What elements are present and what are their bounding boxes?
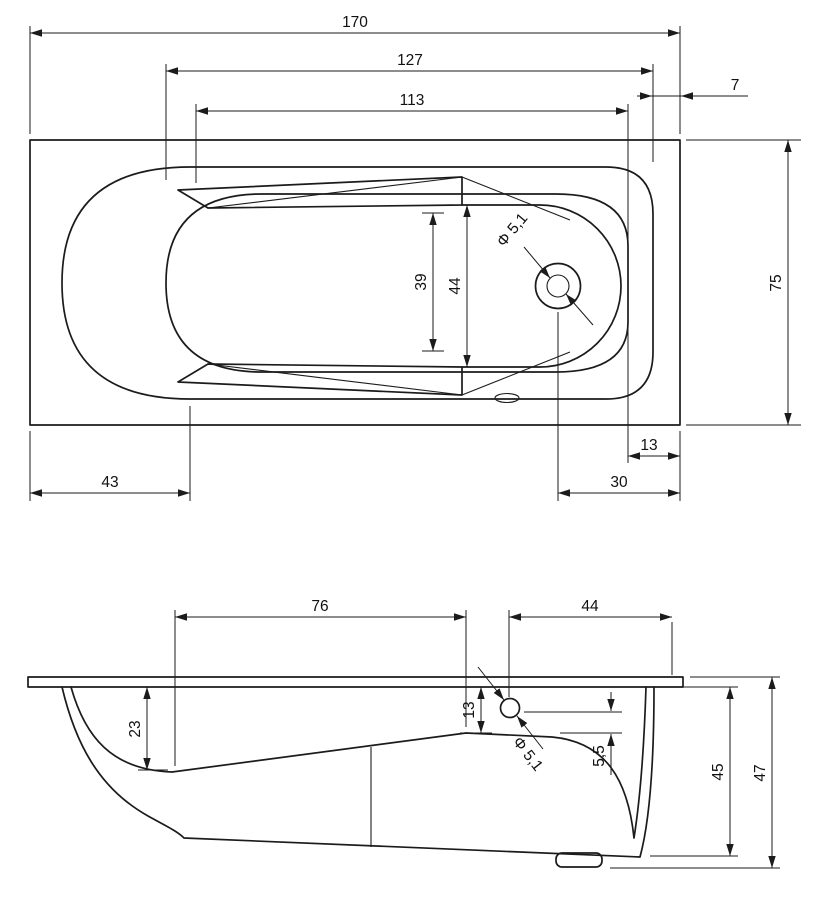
dim-127: 127 [165,52,654,180]
dim-43-label: 43 [101,474,118,491]
dim-170: 170 [29,14,681,134]
overflow-hole [494,392,520,404]
dim-13-side-label: 13 [461,701,478,718]
dim-47-label: 47 [752,764,769,781]
dim-23: 23 [127,687,168,771]
dim-76-label: 76 [311,598,328,615]
ext-line [610,676,780,869]
dim-44-side: 44 [508,598,673,697]
dim-113: 113 [195,92,629,242]
dim-127-label: 127 [397,52,423,69]
waste-fitting [555,852,603,868]
dim-76: 76 [174,598,467,766]
dim-39-label: 39 [413,273,430,290]
drain-hole [546,274,570,298]
ext-line [557,312,681,501]
dim-113-label: 113 [400,92,425,109]
leader-line [565,293,594,326]
ext-line [650,686,738,857]
tub-outer-edge [29,139,681,426]
seat-slope-line-top [207,176,463,209]
dim-75: 75 [686,139,801,426]
dim-75-label: 75 [768,274,785,291]
dim-23-label: 23 [127,720,144,737]
dim-13-top: 13 [627,328,680,463]
ext-line [524,711,622,734]
dim-44-side-label: 44 [581,598,599,615]
ext-line [165,64,654,180]
ext-line [686,139,801,426]
floor-slope-lines [461,176,571,396]
dim-39: 39 [413,212,444,352]
outer-shell [61,686,655,858]
inner-shell [70,686,647,839]
dim-13-side: 13 [460,687,492,734]
leader-line [516,715,544,750]
drain-callout-top: Φ 5,1 [494,210,594,326]
dim-45: 45 [650,686,738,857]
rim-profile [27,676,684,688]
basin-outline [165,193,629,373]
dim-170-label: 170 [342,14,368,31]
drain-recess [534,262,582,310]
seat-slope-line-bottom [207,363,463,396]
dim-30-label: 30 [610,474,628,491]
dim-13-label: 13 [640,437,657,454]
drain-callout-side: Φ 5,1 [477,666,546,775]
dim-7: 7 [637,77,748,100]
drain-side [499,697,521,719]
ext-line [195,104,629,242]
ext-line [29,26,681,134]
floor-outline [461,204,622,368]
dim-7-label: 7 [731,77,740,94]
side-view: 76 44 23 13 5,5 45 [27,598,780,869]
dim-30: 30 [557,312,681,501]
top-view: 170 127 113 7 75 3 [29,14,801,501]
leader-line [477,666,505,701]
dim-43: 43 [29,406,191,501]
ext-line [508,610,673,697]
leader-line [523,246,551,279]
drain-diameter-label: Φ 5,1 [494,210,532,250]
ext-line [174,610,467,766]
tub-rim-outline [61,166,654,400]
dim-44-top: 44 [447,204,478,368]
dim-47: 47 [610,676,780,869]
dim-5-5-label: 5,5 [591,745,608,767]
dim-44-label: 44 [447,277,464,295]
dim-5-5: 5,5 [524,692,622,775]
dim-45-label: 45 [710,763,727,780]
drain-diameter-side-label: Φ 5,1 [509,734,546,775]
